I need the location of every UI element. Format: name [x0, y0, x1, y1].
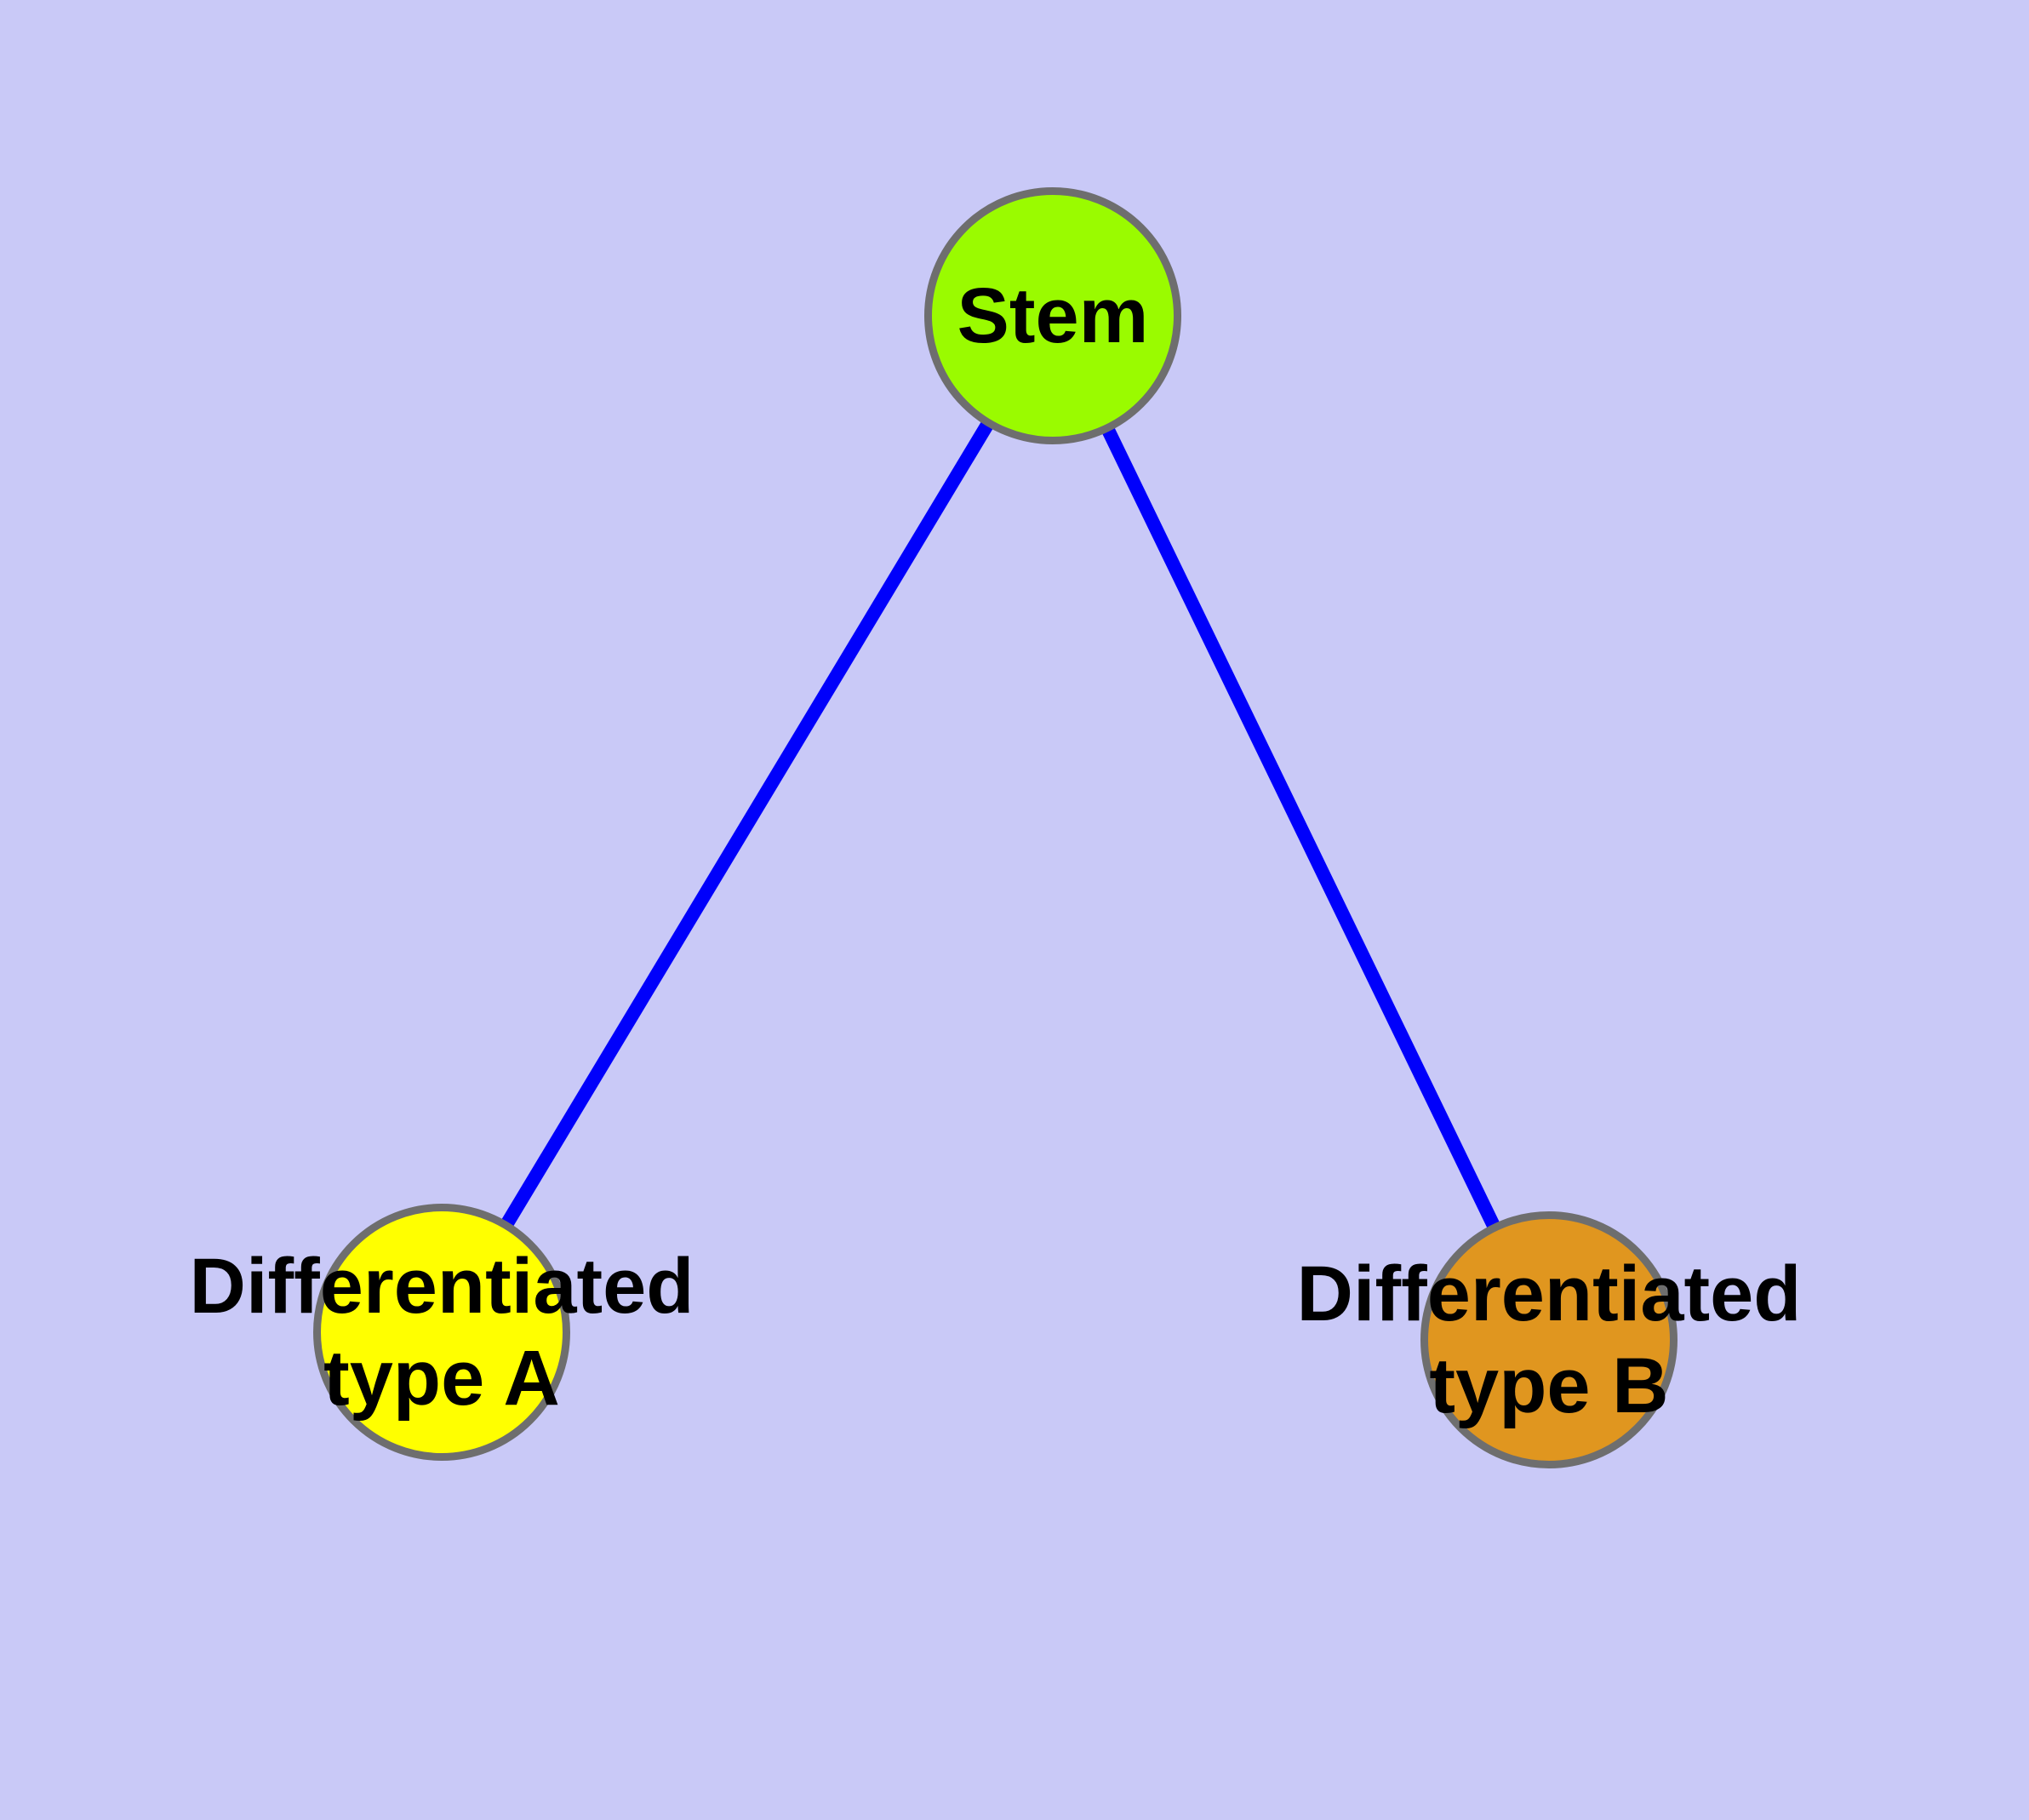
node-differentiated-type-b — [1420, 1211, 1677, 1468]
node-type-b-label-line1: Differentiated — [1296, 1251, 1802, 1337]
node-type-a-label: Differentiated type A — [190, 1240, 694, 1424]
node-differentiated-type-a — [313, 1204, 570, 1461]
node-type-a-label-line2: type A — [323, 1335, 560, 1422]
edge-stem-to-type-b — [1046, 312, 1556, 1343]
edge-stem-to-type-a — [436, 312, 1059, 1336]
node-stem-label: Stem — [957, 270, 1149, 362]
node-type-a-label-line1: Differentiated — [189, 1243, 694, 1330]
node-type-b-label: Differentiated type B — [1297, 1248, 1802, 1432]
node-type-b-label-line2: type B — [1429, 1342, 1669, 1429]
node-stem-label-line1: Stem — [957, 272, 1149, 359]
node-stem — [924, 187, 1181, 444]
